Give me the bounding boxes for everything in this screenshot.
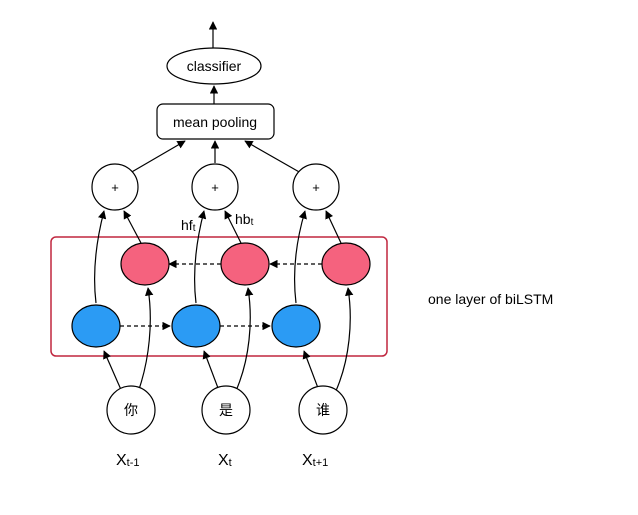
backward-to-plus-left — [123, 210, 142, 244]
forward-to-plus-left — [94, 210, 107, 304]
input-label-right: 谁 — [316, 403, 330, 419]
forward-to-plus-mid — [194, 210, 207, 304]
plus-label-mid: + — [211, 180, 219, 195]
input-node-mid — [201, 385, 251, 435]
input-to-backward-right — [334, 287, 354, 394]
forward-to-plus-right — [294, 210, 307, 304]
forward-cell-left — [71, 304, 121, 348]
backward-to-plus-right — [325, 210, 342, 244]
x-label-left: Xt-1 — [116, 452, 140, 469]
input-to-backward-mid — [234, 287, 254, 394]
plus-node-mid — [191, 163, 239, 211]
mean-pooling-label: mean pooling — [173, 114, 257, 130]
input-to-forward-mid — [202, 350, 219, 389]
plus-left-to-pooling-arrow — [129, 140, 186, 174]
x-label-mid: Xt — [218, 452, 232, 469]
bilstm-layer-box — [50, 236, 388, 357]
backward-hidden-label: hbt — [235, 211, 254, 228]
plus-label-right: + — [312, 180, 320, 195]
backward-cell-mid — [220, 242, 270, 286]
input-node-left — [106, 385, 156, 435]
forward-cell-right — [271, 304, 321, 348]
forward-cell-mid — [171, 304, 221, 348]
input-label-mid: 是 — [219, 403, 233, 419]
input-label-left: 你 — [124, 403, 138, 419]
plus-label-left: + — [111, 180, 119, 195]
backward-to-plus-mid — [224, 210, 242, 244]
plus-right-to-pooling-arrow — [244, 140, 302, 174]
input-node-right — [298, 385, 348, 435]
backward-cell-left — [120, 242, 170, 286]
layer-label: one layer of biLSTM — [428, 291, 553, 307]
x-label-right: Xt+1 — [302, 452, 328, 469]
backward-cell-right — [321, 242, 371, 286]
mean-pooling-box — [156, 103, 275, 140]
input-to-forward-right — [302, 350, 319, 389]
input-to-forward-left — [103, 350, 123, 393]
classifier-node — [166, 47, 262, 85]
input-to-backward-left — [136, 287, 154, 396]
plus-node-right — [292, 163, 340, 211]
plus-node-left — [91, 163, 139, 211]
forward-hidden-label: hft — [181, 217, 196, 234]
classifier-label: classifier — [187, 58, 242, 74]
